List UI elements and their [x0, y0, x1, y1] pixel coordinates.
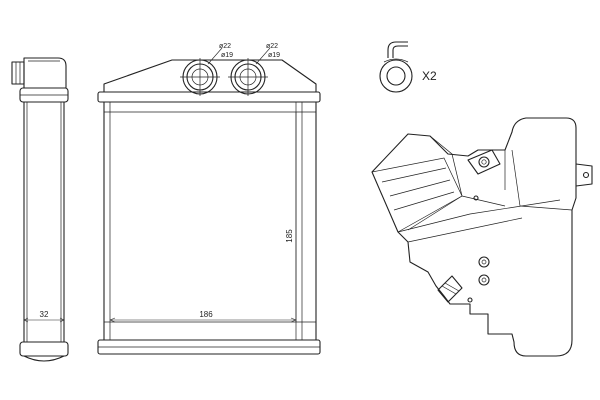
front-width-dimension: 186 [109, 310, 297, 323]
front-core [103, 101, 317, 341]
side-bottom-tank [19, 341, 69, 357]
housing-hole-top [473, 195, 479, 201]
housing-connector-bottom [437, 275, 463, 303]
pipe-right-inner-diameter: ø19 [268, 52, 280, 59]
front-pipe-right [228, 58, 268, 96]
housing-bracket-right [575, 163, 593, 187]
housing-view [371, 117, 593, 357]
side-pipe-outlet [11, 57, 67, 89]
pipe-left-labels: ø22 ø19 [207, 43, 233, 65]
housing-outline [371, 117, 577, 357]
housing-connector-top [467, 149, 501, 175]
pipe-left-outer-diameter: ø22 [219, 43, 231, 50]
front-pipe-left [180, 58, 220, 96]
seal-ring-icon [379, 59, 413, 93]
front-height-label: 185 [285, 229, 294, 243]
seal-detail: X2 [379, 41, 437, 93]
front-top-tank [103, 59, 317, 93]
pipe-left-inner-diameter: ø19 [221, 52, 233, 59]
front-height-dimension: 185 [285, 112, 297, 322]
seal-quantity-label: X2 [422, 69, 437, 83]
front-width-label: 186 [199, 310, 213, 319]
housing-hole-bottom [467, 297, 473, 303]
side-view: 32 [11, 57, 69, 362]
pipe-right-outer-diameter: ø22 [266, 43, 278, 50]
side-width-label: 32 [40, 310, 49, 319]
side-width-dimension: 32 [23, 310, 65, 323]
side-core [23, 101, 65, 343]
front-top-rail [97, 91, 321, 103]
housing-valves [478, 256, 490, 286]
pipe-right-labels: ø22 ø19 [255, 43, 280, 65]
front-view: ø22 ø19 ø22 ø19 186 185 [97, 43, 321, 355]
